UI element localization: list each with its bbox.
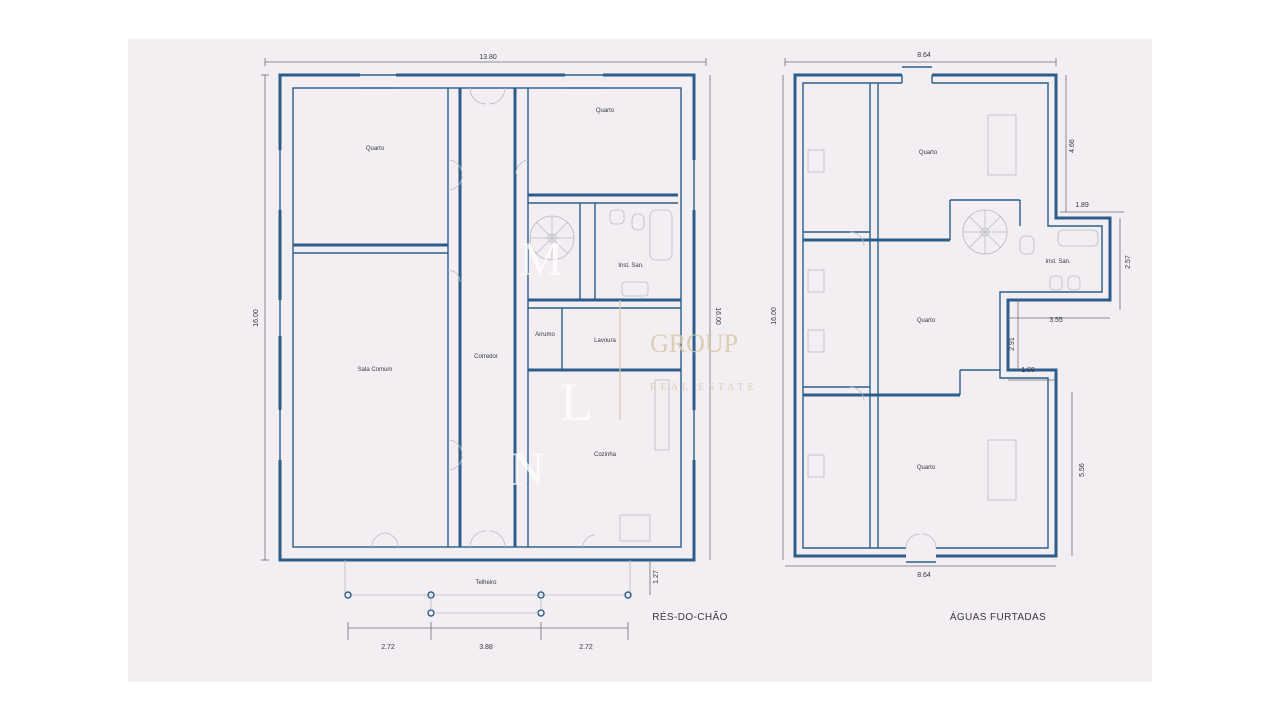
room-label-corredor: Corredor [474, 354, 498, 360]
floor-plan-sheet: Quarto Quarto Sala Comum Corredor Inst. … [128, 39, 1152, 682]
attic-dim-5-56: 5.56 [1079, 463, 1086, 477]
attic-room-label-quarto-3: Quarto [917, 465, 936, 471]
watermark-tagline: REAL ESTATE [650, 382, 758, 393]
room-label-arrumo: Arrumo [535, 332, 555, 338]
attic-dim-1-89: 1.89 [1075, 202, 1089, 209]
attic-floor-plan: Quarto Inst. San. Quarto Quarto 8.64 16.… [771, 52, 1132, 623]
room-label-quarto-1: Quarto [366, 146, 385, 152]
attic-dim-width-top: 8.64 [917, 52, 931, 59]
dim-height-right: 16.00 [714, 307, 721, 325]
watermark-letter-l: L [560, 372, 593, 432]
attic-room-label-quarto-1: Quarto [919, 150, 938, 156]
room-label-sala-comum: Sala Comum [358, 367, 393, 373]
attic-dim-width-bottom: 8.64 [917, 572, 931, 579]
attic-dim-height-left: 16.00 [771, 307, 778, 325]
room-label-inst-san: Inst. San. [618, 263, 644, 269]
dim-height-left: 16.00 [253, 309, 260, 327]
floor-title-res-do-chao: RÉS-DO-CHÃO [652, 610, 728, 623]
watermark-letter-n: N [510, 443, 545, 496]
attic-dim-3-55: 3.55 [1049, 317, 1063, 324]
attic-dim-1-68: 1.68 [1021, 367, 1035, 374]
watermark-letter-m: M [520, 233, 563, 286]
dim-porch-right: 2.72 [579, 644, 593, 651]
dim-porch-depth: 1.27 [653, 570, 660, 584]
dim-porch-left: 2.72 [381, 644, 395, 651]
ground-floor-plan: Quarto Quarto Sala Comum Corredor Inst. … [253, 54, 728, 651]
dim-porch-middle: 3.88 [479, 644, 493, 651]
room-label-quarto-2: Quarto [596, 108, 615, 114]
attic-room-label-quarto-2: Quarto [917, 318, 936, 324]
attic-room-label-inst-san: Inst. San. [1045, 259, 1071, 265]
room-label-cozinha: Cozinha [594, 452, 617, 458]
room-label-lavoura: Lavoura [594, 338, 616, 344]
brand-watermark: M L N GROUP REAL ESTATE [510, 233, 758, 496]
room-label-telheiro: Telheiro [475, 580, 497, 586]
floor-title-aguas-furtadas: ÁGUAS FURTADAS [950, 610, 1046, 623]
attic-dim-2-57: 2.57 [1125, 255, 1132, 269]
attic-dim-2-91: 2.91 [1009, 337, 1016, 351]
watermark-brand: GROUP [650, 329, 738, 358]
dim-width-top: 13.80 [479, 54, 497, 61]
floor-plan-drawing: Quarto Quarto Sala Comum Corredor Inst. … [253, 52, 1132, 651]
attic-dim-4-66: 4.66 [1069, 139, 1076, 153]
